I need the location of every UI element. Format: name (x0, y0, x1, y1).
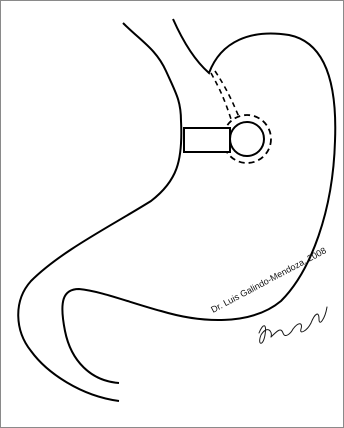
author-signature-icon (259, 307, 327, 343)
stoma-opening (230, 122, 264, 156)
stomach-outer-wall (18, 23, 181, 401)
author-credit: Dr. Luis Galindo-Mendoza, 2008 (209, 245, 328, 314)
staple-line-dashed-inner (215, 71, 239, 117)
stomach-inner-wall (62, 19, 335, 383)
gastric-band (184, 128, 230, 152)
